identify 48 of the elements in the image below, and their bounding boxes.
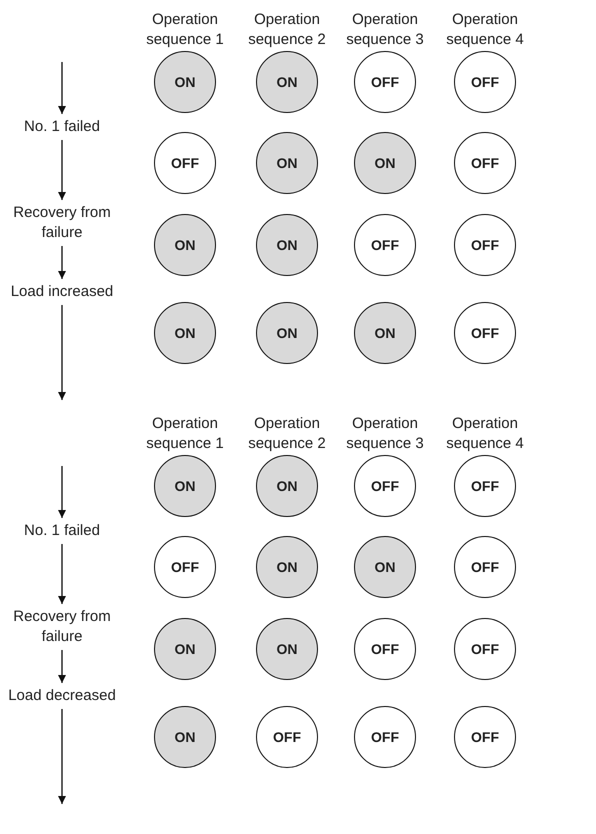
state-circle: OFF [454,51,516,113]
arrow [58,140,66,200]
state-circle: OFF [256,706,318,768]
state-circle: ON [354,132,416,194]
state-circle: OFF [354,706,416,768]
state-circle: OFF [454,618,516,680]
state-circle: ON [154,51,216,113]
arrow [58,650,66,683]
state-circle: ON [154,302,216,364]
arrow [58,544,66,604]
state-circle: ON [354,536,416,598]
state-circle: ON [256,455,318,517]
state-circle: OFF [454,536,516,598]
state-circle: ON [256,536,318,598]
state-circle: OFF [154,132,216,194]
arrow [58,709,66,804]
state-circle: OFF [454,302,516,364]
state-circle: ON [256,132,318,194]
column-heading: Operation sequence 1 [145,414,225,454]
column-heading: Operation sequence 3 [345,414,425,454]
arrow [58,466,66,518]
column-heading: Operation sequence 4 [445,414,525,454]
state-circle: ON [354,302,416,364]
state-circle: ON [154,618,216,680]
arrow [58,62,66,114]
state-circle: ON [154,455,216,517]
column-heading: Operation sequence 4 [445,10,525,50]
state-circle: ON [154,214,216,276]
state-circle: ON [256,214,318,276]
state-circle: OFF [354,51,416,113]
state-circle: OFF [454,214,516,276]
state-circle: OFF [154,536,216,598]
arrow [58,246,66,279]
state-circle: ON [256,618,318,680]
state-circle: ON [256,302,318,364]
state-circle: ON [256,51,318,113]
column-heading: Operation sequence 2 [247,414,327,454]
state-circle: OFF [354,455,416,517]
state-circle: OFF [454,455,516,517]
state-circle: OFF [454,132,516,194]
state-circle: OFF [354,214,416,276]
state-circle: OFF [454,706,516,768]
state-circle: ON [154,706,216,768]
column-heading: Operation sequence 3 [345,10,425,50]
column-heading: Operation sequence 2 [247,10,327,50]
arrow [58,305,66,400]
state-circle: OFF [354,618,416,680]
column-heading: Operation sequence 1 [145,10,225,50]
